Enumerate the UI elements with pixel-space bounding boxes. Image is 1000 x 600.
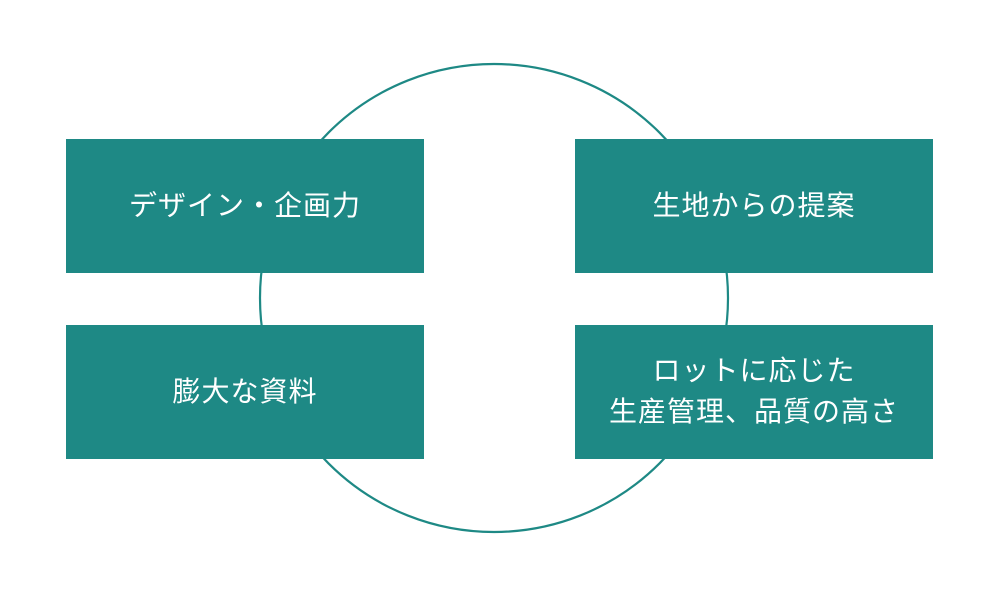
box-production-quality-line-2: 生産管理、品質の高さ (608, 395, 899, 428)
box-design-planning-text: デザイン・企画力 (128, 188, 361, 222)
box-fabric-proposal-text: 生地からの提案 (652, 188, 856, 222)
ring-outline (258, 62, 730, 534)
box-design-planning: デザイン・企画力 (66, 139, 424, 273)
box-production-quality: ロットに応じた 生産管理、品質の高さ (575, 325, 933, 459)
box-production-quality-line-1: ロットに応じた (652, 354, 856, 388)
box-vast-materials: 膨大な資料 (66, 325, 424, 459)
box-fabric-proposal: 生地からの提案 (575, 139, 933, 273)
box-vast-materials-text: 膨大な資料 (172, 374, 318, 408)
